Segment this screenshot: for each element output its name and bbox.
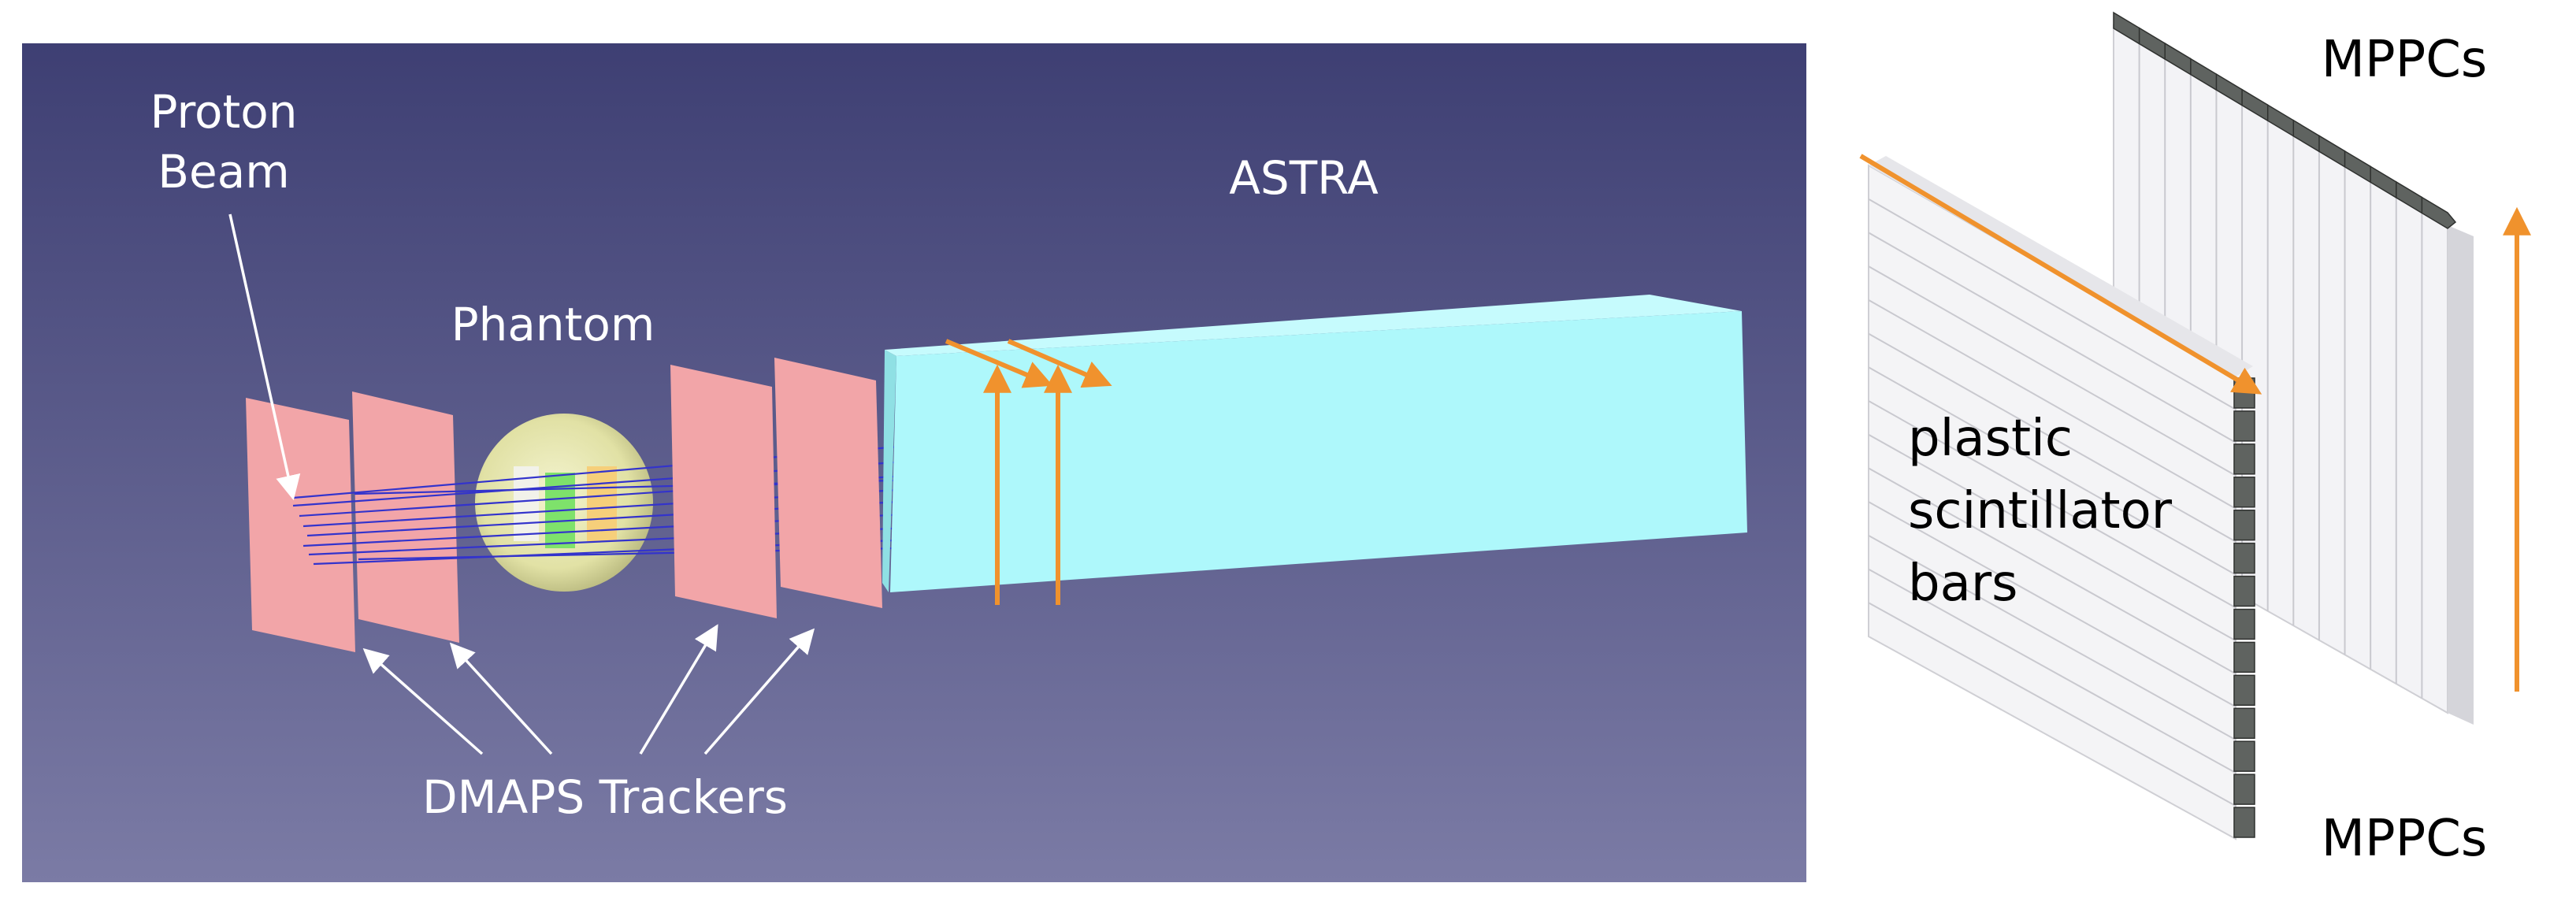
- mppc-row-top: [2113, 11, 2457, 229]
- horizontal-bar-module: [1868, 156, 2255, 840]
- horizontal-bar-divider: [1868, 602, 2236, 807]
- orange-diagonal-arrow-right: [1859, 154, 2262, 395]
- label-dmaps-trackers: DMAPS Trackers: [422, 770, 788, 824]
- tracker-plane-3: [670, 365, 777, 618]
- mppc-sensor: [2233, 608, 2255, 640]
- tracker-pointer-3: [639, 624, 718, 755]
- horizontal-bar-divider: [1868, 534, 2236, 741]
- mppc-sensor: [2233, 575, 2255, 607]
- mppc-sensor: [2233, 641, 2255, 673]
- label-astra: ASTRA: [1229, 151, 1379, 205]
- horizontal-bar-divider: [1868, 299, 2236, 510]
- tracker-pointer-1: [362, 647, 484, 755]
- left-panel: Proton Beam Phantom ASTRA DMAPS Trackers: [22, 43, 1806, 882]
- mppc-column-side: [2233, 377, 2255, 838]
- horizontal-bar-divider: [1868, 366, 2236, 576]
- vertical-bars-side-face: [2448, 225, 2474, 725]
- tracker-plane-4: [774, 358, 882, 608]
- horizontal-bar-divider: [1868, 232, 2236, 443]
- astra-arrows: [945, 339, 1112, 605]
- phantom-insert-orange: [587, 466, 617, 541]
- right-panel: MPPCs MPPCs plastic scintillator bars: [1859, 11, 2531, 868]
- horizontal-bar-divider: [1868, 265, 2236, 477]
- orange-diagonal-arrow-2: [1007, 339, 1112, 388]
- orange-diagonal-arrow-1: [945, 339, 1053, 388]
- horizontal-bar-divider: [1868, 400, 2236, 609]
- horizontal-bar-dividers: [1868, 198, 2236, 807]
- proton-beam-pointer: [228, 213, 301, 501]
- label-mppcs-top: MPPCs: [2322, 31, 2487, 89]
- label-phantom: Phantom: [451, 298, 655, 351]
- tracker-plane-1: [246, 398, 355, 652]
- mppc-sensor: [2233, 410, 2255, 442]
- mppc-sensor: [2233, 477, 2255, 508]
- mppc-sensor: [2233, 807, 2255, 838]
- horizontal-bar-divider: [1868, 332, 2236, 543]
- label-bars-line3: bars: [1908, 555, 2018, 613]
- mppc-sensor: [2233, 443, 2255, 475]
- horizontal-bar-divider: [1868, 198, 2236, 410]
- label-bars-line2: scintillator: [1908, 482, 2173, 540]
- tracker-plane-2: [352, 391, 459, 643]
- label-mppcs-bottom: MPPCs: [2322, 810, 2487, 868]
- label-bars-line1: plastic: [1908, 410, 2073, 468]
- horizontal-bars-top-face: [1869, 156, 2253, 377]
- label-proton-beam-line2: Beam: [158, 145, 290, 198]
- label-proton-beam-line1: Proton: [150, 85, 298, 139]
- mppc-sensor: [2421, 196, 2457, 229]
- horizontal-bar-divider: [1868, 467, 2236, 675]
- horizontal-bar-divider: [1868, 501, 2236, 708]
- mppc-sensor: [2233, 740, 2255, 772]
- tracker-pointer-4: [703, 628, 815, 755]
- horizontal-bar-divider: [1868, 433, 2236, 642]
- tracker-pointer-2: [449, 642, 553, 755]
- pointer-arrows: [228, 213, 815, 755]
- mppc-sensor: [2233, 707, 2255, 739]
- mppc-sensor: [2233, 674, 2255, 707]
- mppc-sensor: [2233, 509, 2255, 541]
- phantom: [475, 414, 653, 592]
- mppc-sensor: [2233, 542, 2255, 574]
- mppc-sensor: [2233, 774, 2255, 805]
- horizontal-bar-divider: [1868, 568, 2236, 774]
